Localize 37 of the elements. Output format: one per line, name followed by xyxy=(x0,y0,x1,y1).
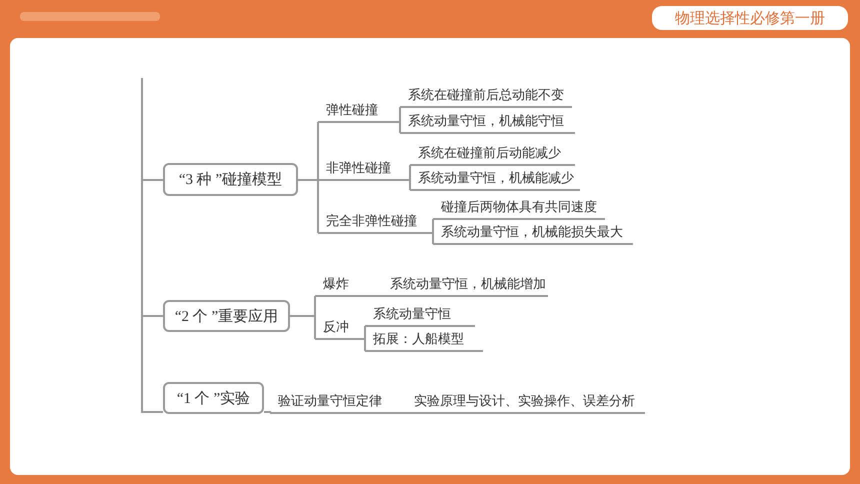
connector-line xyxy=(290,315,316,339)
branch-label: 实验原理与设计、实验操作、误差分析 xyxy=(406,391,645,414)
branch-label: 系统动量守恒，机械能减少 xyxy=(410,168,580,191)
connector-line xyxy=(264,411,271,414)
branch-label: 弹性碰撞 xyxy=(318,100,400,123)
branch-label: 碰撞后两物体具有共同速度 xyxy=(433,197,605,220)
connector-line xyxy=(143,411,164,413)
branch-label: 爆炸 xyxy=(315,274,376,297)
branch-label: 拓展：人船模型 xyxy=(365,329,483,352)
connector-line xyxy=(376,295,383,297)
connector-line xyxy=(364,326,366,340)
branch-label: 非弹性碰撞 xyxy=(318,158,410,181)
connector-line xyxy=(143,179,164,181)
branch-label: 系统动量守恒，机械能守恒 xyxy=(400,111,575,134)
connector-line xyxy=(409,179,411,190)
topic-box: “1 个 ”实验 xyxy=(163,382,264,414)
header-title: 物理选择性必修第一册 xyxy=(652,6,848,30)
connector-line xyxy=(298,179,319,233)
branch-label: 系统在碰撞前后总动能不变 xyxy=(400,85,572,108)
branch-label: 验证动量守恒定律 xyxy=(270,391,400,414)
connector-line xyxy=(399,121,401,133)
branch-label: 反冲 xyxy=(315,317,365,340)
connector-line xyxy=(364,338,366,351)
branch-label: 完全非弹性碰撞 xyxy=(318,211,433,234)
connector-line xyxy=(400,412,407,414)
topic-box: “3 种 ”碰撞模型 xyxy=(163,163,298,196)
branch-label: 系统动量守恒 xyxy=(365,304,475,327)
connector-line xyxy=(432,219,434,234)
trunk-line xyxy=(141,78,143,413)
topic-box: “2 个 ”重要应用 xyxy=(163,300,290,332)
connector-line xyxy=(409,165,411,181)
branch-label: 系统动量守恒，机械能增加 xyxy=(382,274,548,297)
connector-line xyxy=(432,232,434,244)
branch-label: 系统在碰撞前后动能减少 xyxy=(410,143,575,166)
connector-line xyxy=(399,107,401,123)
connector-line xyxy=(143,315,164,317)
branch-label: 系统动量守恒，机械能损失最大 xyxy=(433,222,633,245)
